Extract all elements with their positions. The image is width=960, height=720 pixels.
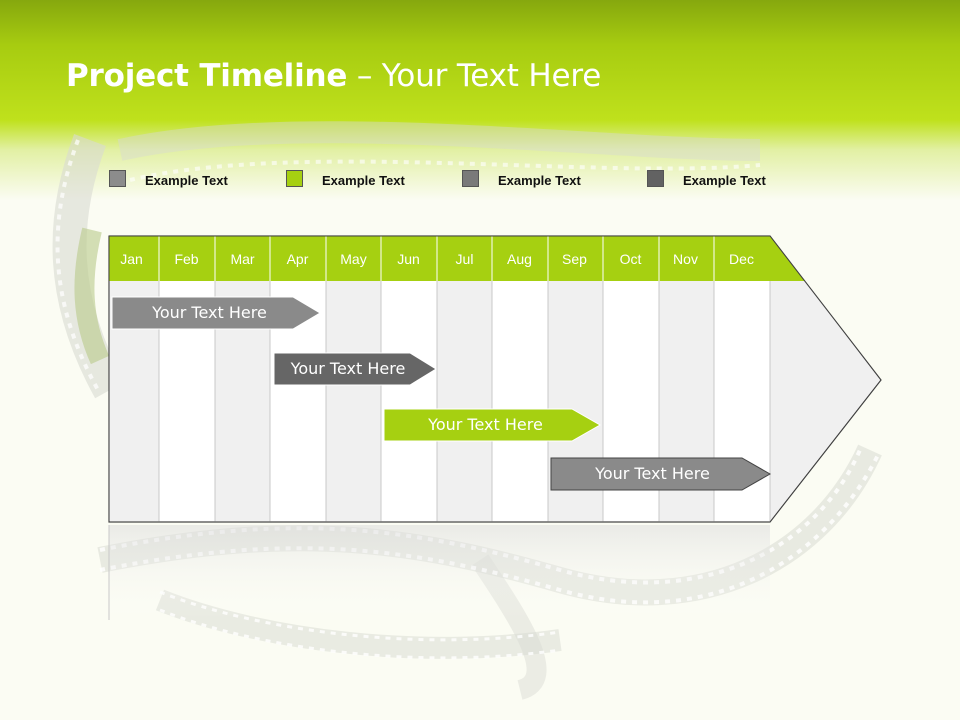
task-bar-4 bbox=[550, 457, 772, 491]
legend-label: Example Text bbox=[498, 173, 581, 188]
arrow-reflection bbox=[109, 525, 770, 620]
month-label-apr: Apr bbox=[286, 251, 309, 267]
month-label-mar: Mar bbox=[230, 251, 255, 267]
legend-label: Example Text bbox=[683, 173, 766, 188]
task-label-2: Your Text Here bbox=[290, 359, 406, 378]
month-label-jan: Jan bbox=[120, 251, 143, 267]
month-label-feb: Feb bbox=[174, 251, 199, 267]
legend-label: Example Text bbox=[145, 173, 228, 188]
task-bar-2 bbox=[273, 352, 437, 386]
month-label-aug: Aug bbox=[507, 251, 532, 267]
legend-swatch bbox=[286, 170, 303, 187]
month-label-dec: Dec bbox=[729, 251, 754, 267]
task-label-1: Your Text Here bbox=[152, 303, 267, 322]
month-label-jun: Jun bbox=[397, 251, 420, 267]
task-bar-3 bbox=[383, 408, 602, 442]
task-label-3: Your Text Here bbox=[428, 415, 543, 434]
header-band bbox=[0, 0, 960, 200]
month-label-jul: Jul bbox=[455, 251, 474, 267]
month-label-oct: Oct bbox=[619, 251, 642, 267]
slide-title: Project Timeline – Your Text Here bbox=[66, 58, 602, 94]
task-label-4: Your Text Here bbox=[595, 464, 710, 483]
legend-swatch bbox=[462, 170, 479, 187]
month-label-nov: Nov bbox=[673, 251, 698, 267]
month-label-may: May bbox=[340, 251, 367, 267]
legend-label: Example Text bbox=[322, 173, 405, 188]
legend-swatch bbox=[647, 170, 664, 187]
legend-swatch bbox=[109, 170, 126, 187]
task-bar-1 bbox=[111, 296, 321, 330]
month-label-sep: Sep bbox=[562, 251, 587, 267]
